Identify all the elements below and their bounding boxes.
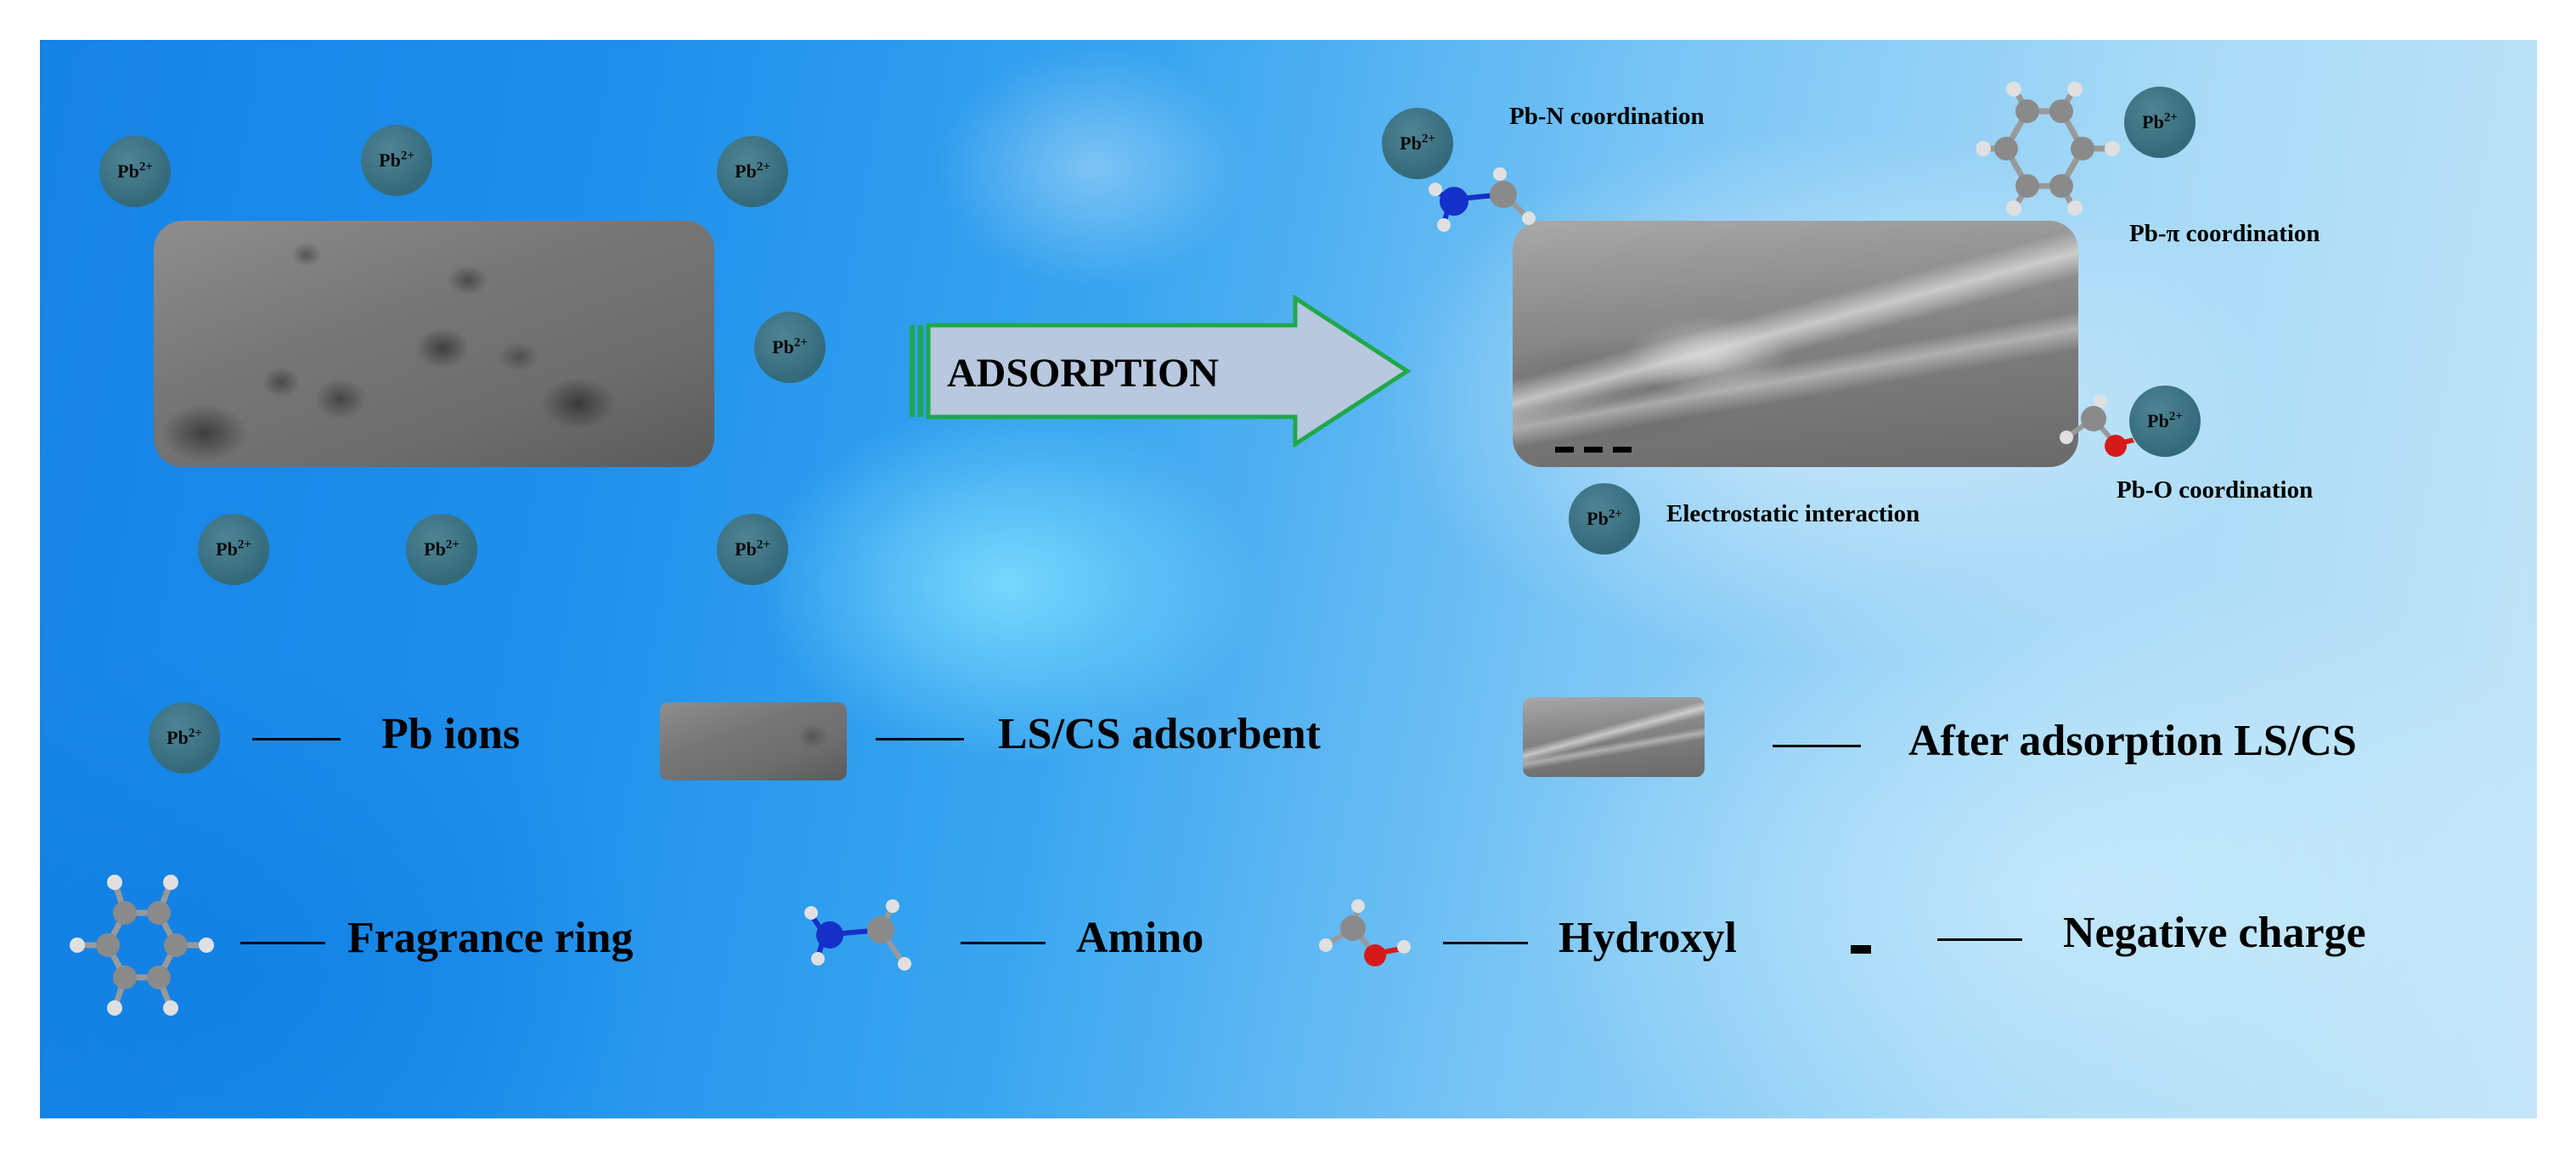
legend-pb-ions-label: Pb ions xyxy=(381,710,521,758)
diagram-canvas: Pb2+ Pb2+ Pb2+ Pb2+ Pb2+ Pb2+ Pb2+ ADSOR… xyxy=(40,40,2537,1118)
aromatic-ring-molecule xyxy=(1976,82,2120,216)
legend-hydroxyl-icon xyxy=(1319,899,1411,966)
pb-ion: Pb2+ xyxy=(717,136,788,207)
negative-charge-mark xyxy=(1613,447,1632,453)
ls-cs-sem-image xyxy=(154,221,714,467)
arrow-body xyxy=(926,295,1412,448)
legend-connector xyxy=(240,942,325,944)
negative-charge-mark xyxy=(1584,447,1603,453)
label-pb-n-coordination: Pb-N coordination xyxy=(1509,103,1705,130)
legend-amino-label: Amino xyxy=(1076,914,1204,962)
legend-connector xyxy=(1937,938,2022,941)
pb-ion: Pb2+ xyxy=(2129,386,2201,457)
label-pb-pi-coordination: Pb-π coordination xyxy=(2129,220,2320,247)
pb-ion: Pb2+ xyxy=(406,514,477,585)
arrow-stripe xyxy=(918,325,923,417)
legend-after-adsorption-label: After adsorption LS/CS xyxy=(1908,717,2357,765)
legend-ls-cs-thumbnail xyxy=(660,702,847,780)
pb-ion: Pb2+ xyxy=(198,514,269,585)
negative-charge-mark xyxy=(1555,447,1574,453)
arrow-stripe xyxy=(910,325,915,417)
legend-connector xyxy=(876,738,964,740)
legend-ls-cs-label: LS/CS adsorbent xyxy=(998,710,1321,758)
legend-pb-ion-icon: Pb2+ xyxy=(149,702,220,774)
legend-hydroxyl-label: Hydroxyl xyxy=(1559,914,1737,962)
after-adsorption-sem-image xyxy=(1513,221,2078,467)
legend-connector xyxy=(252,738,341,740)
label-electrostatic-interaction: Electrostatic interaction xyxy=(1666,500,1920,527)
pb-ion: Pb2+ xyxy=(1382,108,1453,179)
legend-connector xyxy=(1773,745,1861,747)
pb-ion: Pb2+ xyxy=(717,514,788,585)
legend-negative-charge-label: Negative charge xyxy=(2063,909,2366,957)
pb-ion: Pb2+ xyxy=(754,312,826,383)
legend-connector xyxy=(1443,942,1528,944)
arrow-label: ADSORPTION xyxy=(947,351,1219,396)
pb-ion: Pb2+ xyxy=(2124,87,2196,158)
legend-after-adsorption-thumbnail xyxy=(1523,697,1705,777)
label-pb-o-coordination: Pb-O coordination xyxy=(2117,476,2314,504)
pb-ion: Pb2+ xyxy=(361,125,432,196)
legend-ring-icon xyxy=(70,875,214,1016)
legend-connector xyxy=(961,942,1046,944)
pb-ion: Pb2+ xyxy=(99,136,171,207)
legend-ring-label: Fragrance ring xyxy=(347,914,634,962)
pb-ion: Pb2+ xyxy=(1569,483,1640,555)
legend-negative-charge-icon xyxy=(1851,945,1871,954)
legend-amino-icon xyxy=(804,899,911,971)
amino-group-molecule xyxy=(1429,167,1536,232)
adsorption-arrow: ADSORPTION xyxy=(910,295,1412,448)
